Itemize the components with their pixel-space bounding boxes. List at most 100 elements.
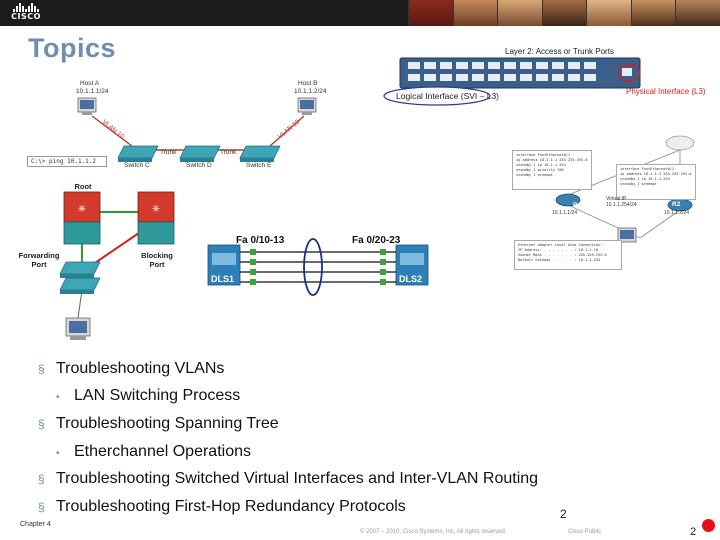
cmd-line: interface FastEthernet0/1 xyxy=(620,167,675,171)
chapter-label: Chapter 4 xyxy=(20,521,51,528)
bullet-text: Troubleshooting Switched Virtual Interfa… xyxy=(56,470,539,487)
header-photo-strip xyxy=(408,0,720,26)
trunk-label: Trunk xyxy=(160,149,177,156)
bullet-square-icon: § xyxy=(38,417,45,431)
cisco-logo-bars-icon xyxy=(6,3,46,12)
header-photo xyxy=(452,0,498,26)
logical-interface-highlight-icon xyxy=(383,86,491,106)
vlan-link xyxy=(269,115,305,147)
list-item: § Troubleshooting VLANs xyxy=(38,360,224,378)
bullet-text: Troubleshooting Spanning Tree xyxy=(56,415,279,432)
pc-icon xyxy=(65,317,91,340)
host-b-name: Host B xyxy=(298,80,318,87)
header-photo xyxy=(497,0,542,26)
bullet-square-icon: § xyxy=(38,500,45,514)
bullet-text: Troubleshooting VLANs xyxy=(56,360,225,377)
cmd-line: standby 1 ip 10.1.1.254 xyxy=(620,177,670,181)
pc-ipconfig-box: Ethernet adapter Local Area Connection: … xyxy=(514,240,622,270)
router-r2-label: R2 xyxy=(672,201,681,208)
list-item: § Troubleshooting Switched Virtual Interf… xyxy=(38,470,538,488)
cisco-logo-text: CISCO xyxy=(11,12,41,21)
forwarding-port-label: Forwarding Port xyxy=(18,251,60,269)
header-photo xyxy=(586,0,631,26)
cmd-line: ip address 10.1.1.2 255.255.255.0 xyxy=(620,172,692,176)
switch-d-icon xyxy=(179,145,221,162)
spanning-tree-topology: ✳ ✳ xyxy=(59,191,175,340)
bullet-text: Troubleshooting First-Hop Redundancy Pro… xyxy=(56,498,406,515)
fa-left-label: Fa 0/10-13 xyxy=(236,235,285,246)
virtual-ip-label: Virtual IP xyxy=(606,196,627,202)
list-item: • Etherchannel Operations xyxy=(56,443,251,461)
cmd-line: Subnet Mask . . . . . . . : 255.255.255.… xyxy=(518,253,607,257)
header-photo xyxy=(408,0,453,26)
red-dot-icon xyxy=(702,519,715,532)
bullet-dot-icon: • xyxy=(56,448,60,459)
etherchannel-links xyxy=(240,238,396,296)
switch-e-icon xyxy=(239,145,281,162)
virtual-ip-value: 10.1.1.254/24 xyxy=(606,202,637,208)
host-a-name: Host A xyxy=(80,80,100,87)
host-a-ip: 10.1.1.1/24 xyxy=(76,88,109,95)
cmd-line: interface FastEthernet0/1 xyxy=(516,153,571,157)
header-photo xyxy=(675,0,720,26)
blocking-port-label: Blocking Port xyxy=(141,251,173,269)
bullet-dot-icon: • xyxy=(56,392,60,403)
host-a-pc-icon xyxy=(77,97,97,115)
bullet-text: Etherchannel Operations xyxy=(74,443,251,460)
switch-e-label: Switch E xyxy=(246,162,272,169)
layer3-switch-icon xyxy=(399,57,641,89)
vlan-topology xyxy=(77,97,317,162)
fhrp-diagram xyxy=(555,135,695,243)
cloud-icon xyxy=(665,135,695,151)
cmd-line: ip address 10.1.1.1 255.255.255.0 xyxy=(516,158,588,162)
physical-interface-highlight-icon xyxy=(617,64,641,82)
page-number: 2 xyxy=(690,526,697,538)
host-b-ip: 10.1.1.2/24 xyxy=(294,88,327,95)
cmd-line: Ethernet adapter Local Area Connection: xyxy=(518,243,603,247)
list-item: § Troubleshooting First-Hop Redundancy Pr… xyxy=(38,498,406,516)
svg-text:✳: ✳ xyxy=(78,204,86,215)
cmd-line: standby 1 preempt xyxy=(620,182,657,186)
page-mid-number: 2 xyxy=(560,507,567,521)
svi-diagram xyxy=(383,57,641,106)
trunk-label: Trunk xyxy=(220,149,237,156)
cmd-line: IP Address. . . . . . . . : 10.1.1.10 xyxy=(518,248,599,252)
physical-interface-label: Physical Interface (L3) xyxy=(626,87,706,96)
host-b-pc-icon xyxy=(297,97,317,115)
classification-text: Cisco Public xyxy=(568,529,602,535)
access-switch-icon xyxy=(59,261,101,294)
dls1-label: DLS1 xyxy=(211,274,235,284)
cmd-line: standby 1 priority 150 xyxy=(516,168,564,172)
cmd-line: Default Gateway . . . . . : 10.1.1.254 xyxy=(518,258,601,262)
switch-c-label: Switch C xyxy=(124,162,150,169)
r1-config-box: interface FastEthernet0/1 ip address 10.… xyxy=(512,150,592,190)
bullet-square-icon: § xyxy=(38,472,45,486)
logical-interface-label: Logical Interface (SVI – L3) xyxy=(396,91,500,101)
root-switch-icon: ✳ xyxy=(63,191,101,245)
header-band: CISCO xyxy=(0,0,720,26)
header-photo xyxy=(630,0,676,26)
dls2-label: DLS2 xyxy=(399,274,423,284)
svg-text:✳: ✳ xyxy=(152,204,160,215)
net-left-ip: 10.1.1.1/24 xyxy=(552,210,578,216)
list-item: § Troubleshooting Spanning Tree xyxy=(38,415,279,433)
bullet-text: LAN Switching Process xyxy=(74,387,241,404)
etherchannel-topology xyxy=(207,238,429,296)
list-item: • LAN Switching Process xyxy=(56,387,240,405)
router-r1-icon xyxy=(555,193,581,207)
switch-c-icon xyxy=(117,145,159,162)
r2-config-box: interface FastEthernet0/1 ip address 10.… xyxy=(616,164,696,200)
cmd-line: standby 1 preempt xyxy=(516,173,553,177)
fa-right-label: Fa 0/20-23 xyxy=(352,235,401,246)
cmd-line: standby 1 ip 10.1.1.254 xyxy=(516,163,566,167)
topics-diagram: ✳ ✳ xyxy=(59,57,695,340)
copyright-text: © 2007 – 2010, Cisco Systems, Inc. All r… xyxy=(360,529,507,535)
etherchannel-bundle-icon xyxy=(303,238,323,296)
router-r1-label: R1 xyxy=(573,202,582,209)
ping-command: C:\> ping 10.1.1.2 xyxy=(27,156,107,167)
page-title: Topics xyxy=(28,33,117,63)
root-label: Root xyxy=(74,182,92,191)
fhrp-pc-icon xyxy=(617,227,637,243)
switch-d-label: Switch D xyxy=(186,162,212,169)
bullet-square-icon: § xyxy=(38,362,45,376)
